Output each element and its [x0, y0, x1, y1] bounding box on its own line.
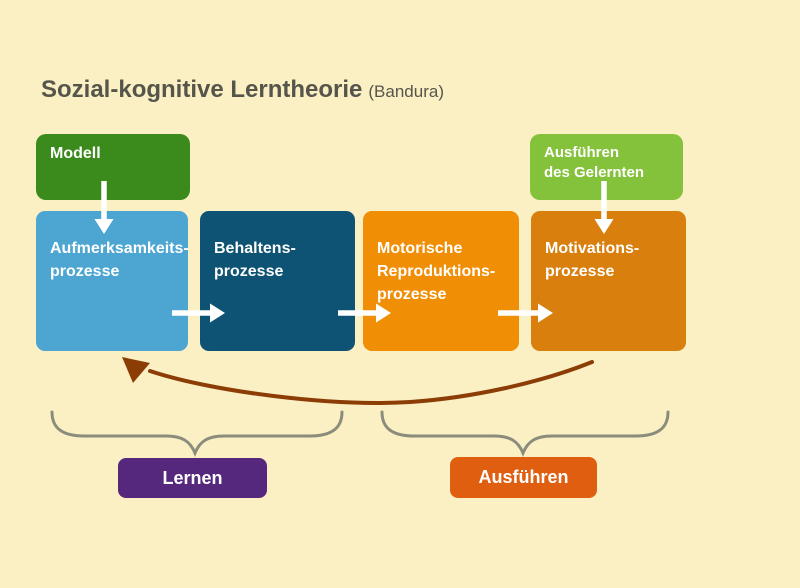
box-line: Behaltens- [214, 240, 296, 257]
box-line: prozesse [377, 286, 447, 303]
box-line: prozesse [214, 263, 284, 280]
modell-label: Modell [50, 145, 101, 162]
box-line: prozesse [50, 263, 120, 280]
brace-lernen [50, 410, 344, 457]
phase-label-ausfuehren: Ausführen [450, 457, 597, 498]
brace-ausfuehren [380, 410, 670, 457]
box-aufmerksamkeitsprozesse: Aufmerksamkeits- prozesse [36, 211, 189, 351]
box-line: Motorische [377, 240, 463, 257]
phase-label-text: Ausführen [478, 467, 569, 487]
title-text: Sozial-kognitive Lerntheorie [41, 76, 363, 103]
box-modell: Modell [36, 134, 190, 200]
page-title: Sozial-kognitive Lerntheorie (Bandura) [41, 76, 444, 104]
box-motivationsprozesse: Motivations- prozesse [531, 211, 686, 351]
box-behaltensprozesse: Behaltens- prozesse [200, 211, 355, 351]
box-line: Motivations- [545, 240, 640, 257]
box-line: prozesse [545, 263, 615, 280]
execution-box-line1: Ausführen [544, 144, 619, 161]
feedback-arrow [122, 357, 594, 405]
box-motorische-reproduktionsprozesse: Motorische Reproduktions- prozesse [363, 211, 519, 351]
phase-label-text: Lernen [162, 467, 223, 488]
title-annotation: (Bandura) [368, 82, 444, 101]
phase-label-lernen: Lernen [118, 458, 267, 498]
execution-box-line2: des Gelernten [544, 164, 645, 181]
box-ausfuehren-des-gelernten: Ausführen des Gelernten [530, 134, 683, 200]
box-line: Reproduktions- [377, 263, 496, 280]
box-line: Aufmerksamkeits- [50, 240, 189, 257]
